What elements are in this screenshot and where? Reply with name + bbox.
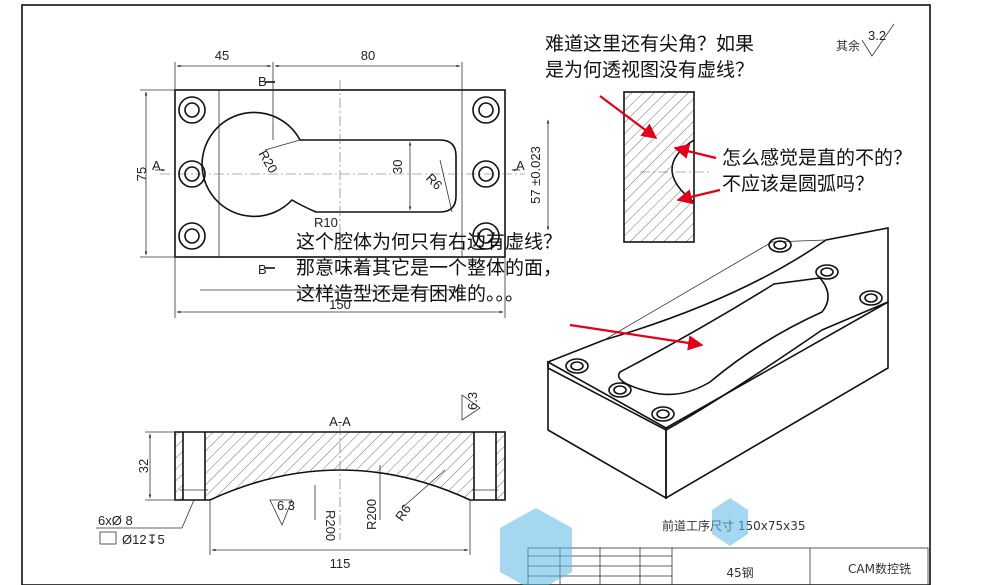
- top-view: [140, 62, 550, 318]
- dim-80: 80: [361, 48, 375, 63]
- drawing-border: [21, 4, 931, 585]
- dim-r200-a: R200: [323, 510, 338, 541]
- dim-57-tol: 57 ±0.023: [528, 146, 543, 204]
- view-mark-a-right: A: [516, 158, 525, 173]
- section-mark-b-top: B: [258, 74, 267, 89]
- dim-r6-section: R6: [392, 501, 414, 523]
- rough-side: 6.3: [465, 392, 480, 410]
- iso-pocket: [617, 277, 829, 396]
- question-2-line-2: 不应该是圆弧吗？: [722, 173, 874, 195]
- question-3-line-3: 这样造型还是有困难的。。。: [296, 283, 524, 305]
- hole-right-top: [472, 96, 500, 124]
- hole-left-mid: [178, 160, 206, 188]
- dim-45: 45: [215, 48, 229, 63]
- dim-150: 150: [329, 297, 351, 312]
- dim-r200-b: R200: [364, 499, 379, 530]
- dim-32: 32: [136, 459, 151, 473]
- view-mark-a-left: A: [152, 158, 161, 173]
- cbore-symbol: [99, 531, 117, 545]
- question-1-line-1: 难道这里还有尖角？如果: [545, 33, 754, 55]
- section-a-a: [96, 394, 506, 555]
- dim-r20: R20: [256, 148, 281, 176]
- pocket-outline: [201, 111, 457, 218]
- hole-right-bot: [472, 222, 500, 250]
- annotation-arrows: [569, 95, 721, 351]
- rough-else-label: 其余: [836, 38, 860, 53]
- dim-30: 30: [390, 160, 405, 174]
- isometric-view: [547, 227, 889, 500]
- question-2-line-1: 怎么感觉是直的不的？: [722, 147, 912, 169]
- dim-75: 75: [134, 167, 149, 181]
- question-1-line-2: 是为何透视图没有虚线？: [545, 59, 754, 81]
- dim-r10: R10: [314, 215, 338, 230]
- holes-callout: 6xØ 8: [98, 513, 133, 528]
- cbore-callout: Ø12↧5: [122, 532, 165, 547]
- dim-115: 115: [330, 556, 351, 571]
- hole-left-top: [178, 96, 206, 124]
- rough-else-symbol: [861, 23, 895, 57]
- process-text: CAM数控铣: [848, 561, 911, 576]
- side-section: [623, 91, 710, 243]
- question-3-line-1: 这个腔体为何只有右边有虚线？: [296, 231, 562, 253]
- question-3-line-2: 那意味着其它是一个整体的面，: [296, 257, 562, 279]
- section-title-a-a: A-A: [329, 414, 351, 429]
- section-mark-b-bottom: B: [258, 262, 267, 277]
- rough-6-3: 6.3: [277, 498, 295, 513]
- dim-r6: R6: [423, 170, 445, 192]
- hole-left-bot: [178, 222, 206, 250]
- iso-holes: [565, 237, 883, 422]
- rough-else-value: 3.2: [868, 28, 886, 43]
- hole-right-mid: [472, 160, 500, 188]
- material-text: 45钢: [726, 566, 753, 580]
- watermark-logo: [500, 498, 748, 585]
